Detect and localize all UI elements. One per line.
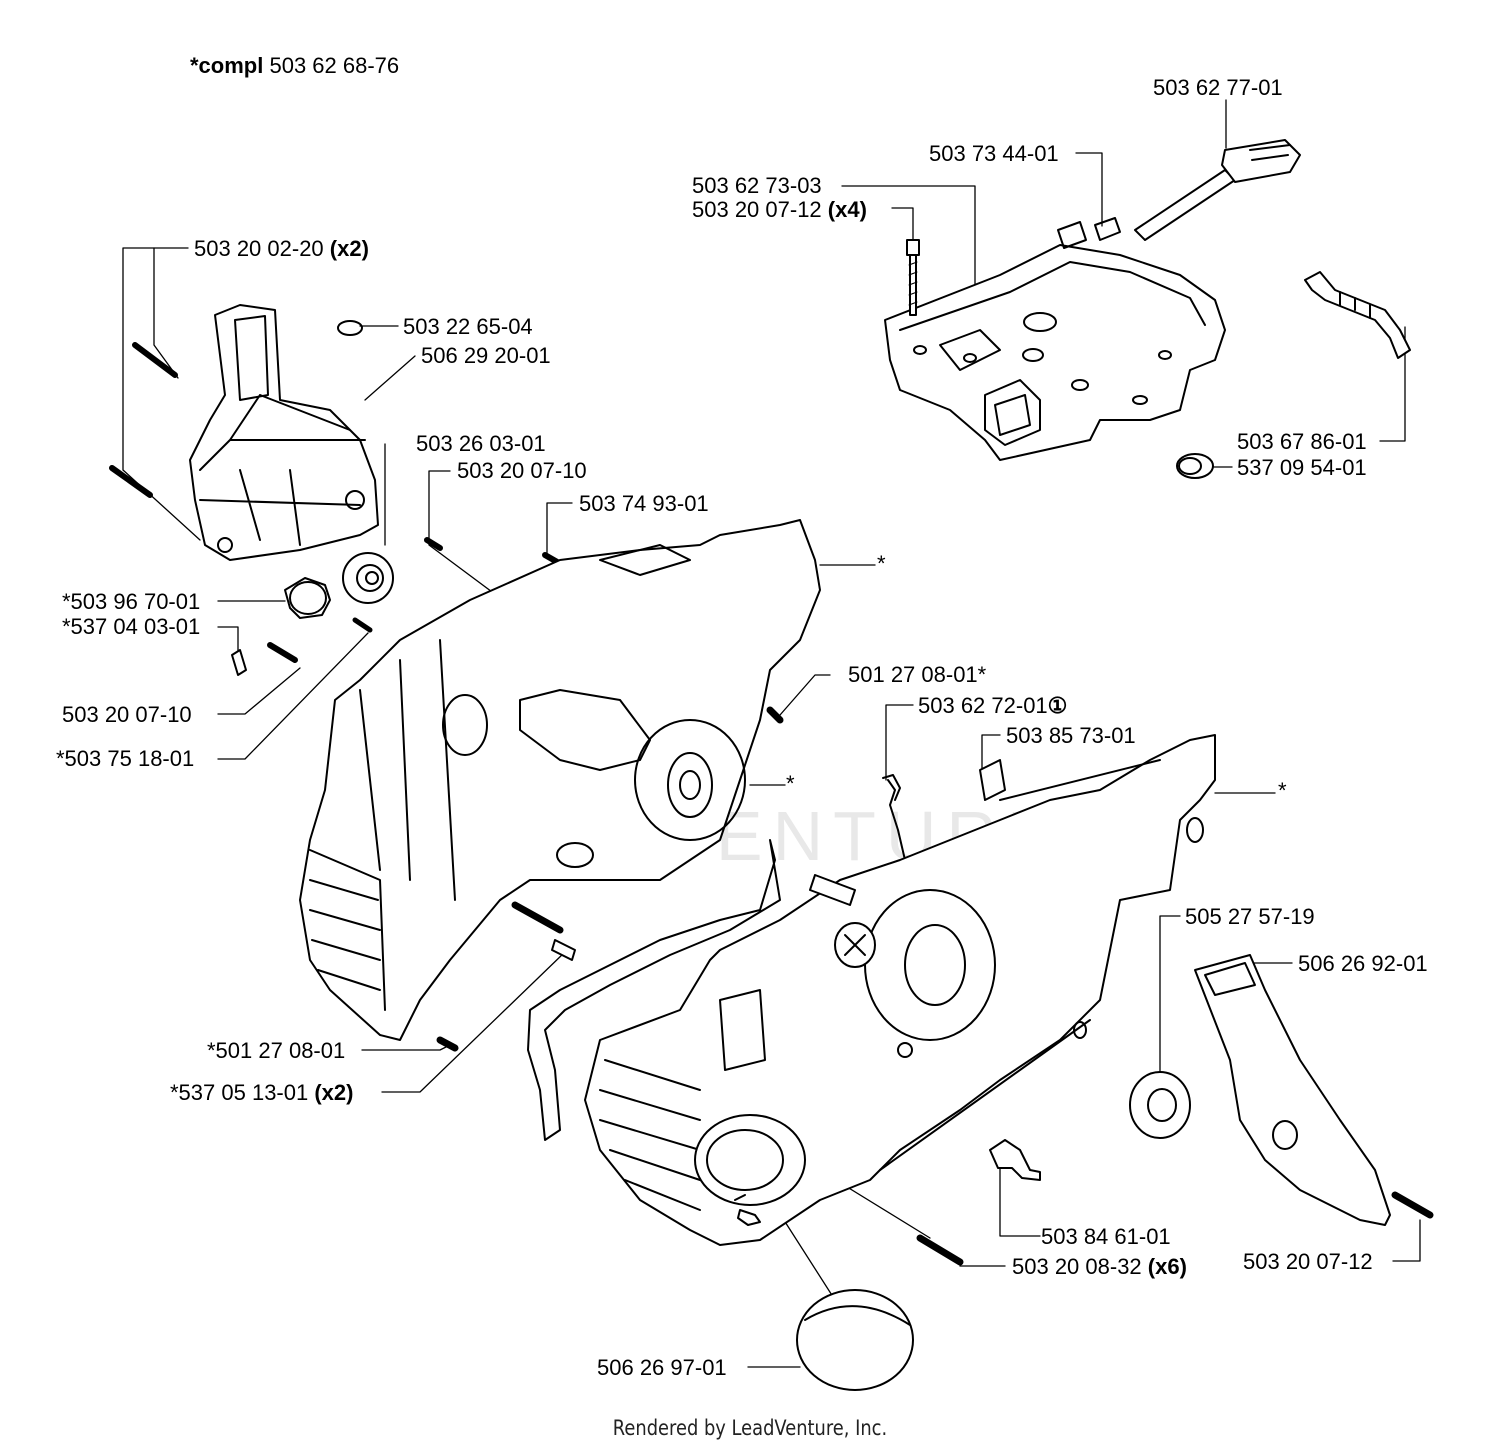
part-number: *537 05 13-01 [170, 1080, 309, 1105]
callout-c27[interactable]: 503 84 61-01 [1041, 1225, 1171, 1249]
part-number: 503 84 61-01 [1041, 1224, 1171, 1249]
callout-c15[interactable]: *537 04 03-01 [62, 615, 200, 639]
callout-c29[interactable]: 503 20 07-12 [1243, 1250, 1373, 1274]
callout-c19[interactable]: 503 20 07-10 [62, 703, 192, 727]
throttle-rod-part [1135, 140, 1300, 240]
callout-c02[interactable]: 503 73 44-01 [929, 142, 1059, 166]
callout-c30[interactable]: 506 26 97-01 [597, 1356, 727, 1380]
part-number: 503 26 03-01 [416, 431, 546, 456]
callout-c14[interactable]: *503 96 70-01 [62, 590, 200, 614]
part-number: 506 26 97-01 [597, 1355, 727, 1380]
part-number: 503 62 73-03 [692, 173, 822, 198]
callout-c28[interactable]: 503 20 08-32 (x6) [1012, 1255, 1187, 1279]
part-qty: (x2) [329, 236, 369, 261]
part-number: *501 27 08-01 [207, 1038, 346, 1063]
callout-c10[interactable]: 503 74 93-01 [579, 492, 709, 516]
gasket-part [528, 840, 780, 1140]
part-number: 503 20 07-10 [457, 458, 587, 483]
callout-c05[interactable]: 503 20 02-20 (x2) [194, 237, 369, 261]
callout-c11[interactable]: * [877, 552, 886, 576]
footer-credit: Rendered by LeadVenture, Inc. [612, 1416, 888, 1440]
part-number: 501 27 08-01* [848, 662, 987, 687]
part-qty: (x2) [314, 1080, 354, 1105]
part-qty: (x6) [1147, 1254, 1187, 1279]
compl-number: 503 62 68-76 [269, 53, 400, 78]
part-number: 503 67 86-01 [1237, 429, 1367, 454]
callout-c23[interactable]: 505 27 57-19 [1185, 905, 1315, 929]
callout-c22[interactable]: * [1278, 779, 1287, 803]
part-number: 503 73 44-01 [929, 141, 1059, 166]
callout-c08[interactable]: 503 26 03-01 [416, 432, 546, 456]
callout-c26[interactable]: *537 05 13-01 (x2) [170, 1081, 353, 1105]
part-number: * [877, 551, 886, 576]
part-number: 503 62 77-01 [1153, 75, 1283, 100]
compl-prefix: *compl [190, 53, 264, 78]
callout-c04[interactable]: 503 20 07-12 (x4) [692, 198, 867, 222]
part-number: 503 85 73-01 [1006, 723, 1136, 748]
top-cover-part [885, 218, 1225, 460]
callout-c20[interactable]: *503 75 18-01 [56, 747, 194, 771]
left-crankcase-part [300, 520, 820, 1048]
part-number: *537 04 03-01 [62, 614, 201, 639]
compl-kit-label: *compl 503 62 68-76 [190, 54, 399, 78]
callout-c07[interactable]: 506 29 20-01 [421, 344, 551, 368]
right-crankcase-part [585, 735, 1215, 1245]
callout-c01[interactable]: 503 62 77-01 [1153, 76, 1283, 100]
part-number: 503 74 93-01 [579, 491, 709, 516]
part-number: 503 20 02-20 [194, 236, 324, 261]
part-number: 503 22 65-04 [403, 314, 533, 339]
part-number: 503 20 07-12 [692, 197, 822, 222]
hose-part [1305, 272, 1410, 358]
callout-c24[interactable]: 506 26 92-01 [1298, 952, 1428, 976]
part-number: * [786, 771, 795, 796]
part-number: 503 62 72-01 [918, 693, 1048, 718]
part-number: *503 75 18-01 [56, 746, 195, 771]
callout-c12[interactable]: 503 67 86-01 [1237, 430, 1367, 454]
callout-c17[interactable]: 503 62 72-01① [918, 694, 1067, 718]
part-number: 503 20 08-32 [1012, 1254, 1142, 1279]
part-qty: (x4) [827, 197, 867, 222]
callout-c21[interactable]: * [786, 772, 795, 796]
part-qty: ① [1047, 693, 1068, 718]
part-number: * [1278, 778, 1287, 803]
part-number: 537 09 54-01 [1237, 455, 1367, 480]
callout-c13[interactable]: 537 09 54-01 [1237, 456, 1367, 480]
callout-c16[interactable]: 501 27 08-01* [848, 663, 986, 687]
callout-c06[interactable]: 503 22 65-04 [403, 315, 533, 339]
part-number: 506 29 20-01 [421, 343, 551, 368]
callout-c03[interactable]: 503 62 73-03 [692, 174, 822, 198]
part-number: 506 26 92-01 [1298, 951, 1428, 976]
part-number: 503 20 07-12 [1243, 1249, 1373, 1274]
callout-c25[interactable]: *501 27 08-01 [207, 1039, 345, 1063]
part-number: *503 96 70-01 [62, 589, 201, 614]
small-parts-right [797, 955, 1430, 1390]
callout-c18[interactable]: 503 85 73-01 [1006, 724, 1136, 748]
grommet-part [1177, 454, 1213, 478]
callout-c09[interactable]: 503 20 07-10 [457, 459, 587, 483]
left-cover-part [112, 305, 378, 560]
part-number: 505 27 57-19 [1185, 904, 1315, 929]
part-number: 503 20 07-10 [62, 702, 192, 727]
